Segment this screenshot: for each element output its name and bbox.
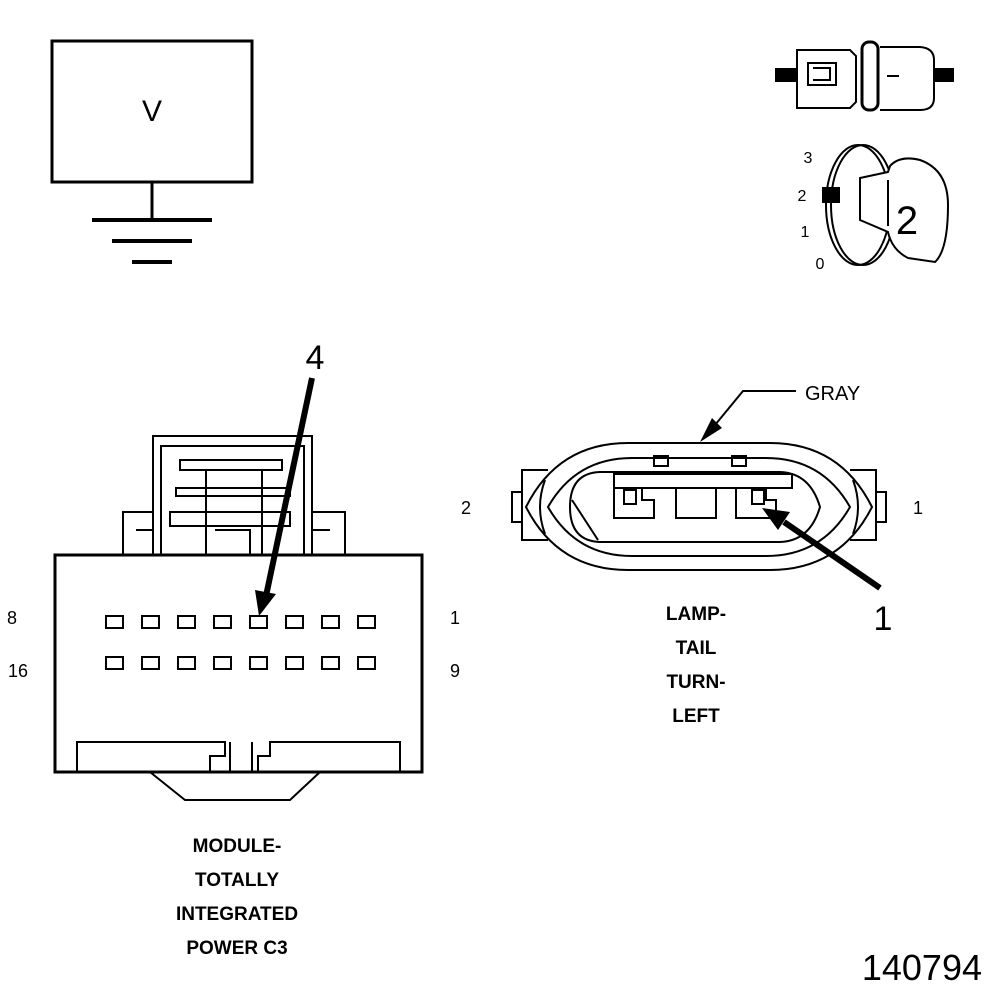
module-pin-cavity	[105, 656, 124, 670]
ignition-switch-icon: 3 2 1 0 2	[798, 144, 950, 273]
lamp-caption-line-2: TAIL	[676, 638, 717, 659]
module-pin-cavity	[249, 615, 268, 629]
voltmeter-symbol: V	[50, 39, 254, 184]
module-pin-cavity	[357, 615, 376, 629]
lamp-caption-line-3: TURN-	[666, 672, 725, 693]
ignition-position-0: 0	[816, 256, 825, 273]
voltmeter-label: V	[142, 95, 162, 128]
module-pin-cavity	[357, 656, 376, 670]
module-pin-row-2	[105, 656, 376, 670]
lamp-pin-right-label: 1	[913, 498, 923, 518]
ignition-position-1: 1	[801, 224, 810, 241]
ignition-key-label: 2	[896, 199, 918, 243]
module-pin-callout: 4	[306, 339, 325, 377]
module-pin-cavity	[213, 656, 232, 670]
module-pin-cavity	[213, 615, 232, 629]
lamp-caption-line-1: LAMP-	[666, 604, 726, 625]
module-row1-right-label: 1	[450, 608, 460, 628]
lamp-pin-left-label: 2	[461, 498, 471, 518]
color-leader-arrow	[700, 390, 796, 442]
module-connector: 8 1 16 9 4 MODULE- TOTALLY INTEGRATED PO…	[7, 339, 460, 959]
module-caption-line-4: POWER C3	[186, 938, 287, 959]
module-caption-line-2: TOTALLY	[195, 870, 279, 891]
lamp-pin-callout: 1	[874, 600, 893, 638]
module-pin-cavity	[285, 615, 304, 629]
module-pin-cavity	[141, 656, 160, 670]
ignition-position-2: 2	[798, 188, 807, 205]
module-pin-cavity	[105, 615, 124, 629]
ground-icon	[92, 182, 212, 264]
module-pin-cavity	[177, 656, 196, 670]
figure-number: 140794	[862, 947, 982, 988]
module-row1-left-label: 8	[7, 608, 17, 628]
module-pin-cavity	[249, 656, 268, 670]
lamp-connector: GRAY 2 1 1 LAMP- TAIL TURN- LEFT	[461, 383, 923, 727]
module-pin-cavity	[177, 615, 196, 629]
inline-fuse-icon	[775, 40, 954, 112]
lamp-caption-line-4: LEFT	[672, 706, 720, 727]
lamp-connector-color-label: GRAY	[805, 383, 860, 405]
module-caption-line-1: MODULE-	[193, 836, 282, 857]
module-caption-line-3: INTEGRATED	[176, 904, 298, 925]
module-row2-left-label: 16	[8, 661, 28, 681]
module-row2-right-label: 9	[450, 661, 460, 681]
ignition-position-3: 3	[804, 150, 813, 167]
module-pin-cavity	[321, 615, 340, 629]
module-pin-cavity	[141, 615, 160, 629]
module-pin-row-1	[105, 615, 376, 629]
callout-arrow	[255, 377, 315, 616]
module-pin-cavity	[321, 656, 340, 670]
module-pin-cavity	[285, 656, 304, 670]
callout-arrow	[762, 508, 882, 591]
